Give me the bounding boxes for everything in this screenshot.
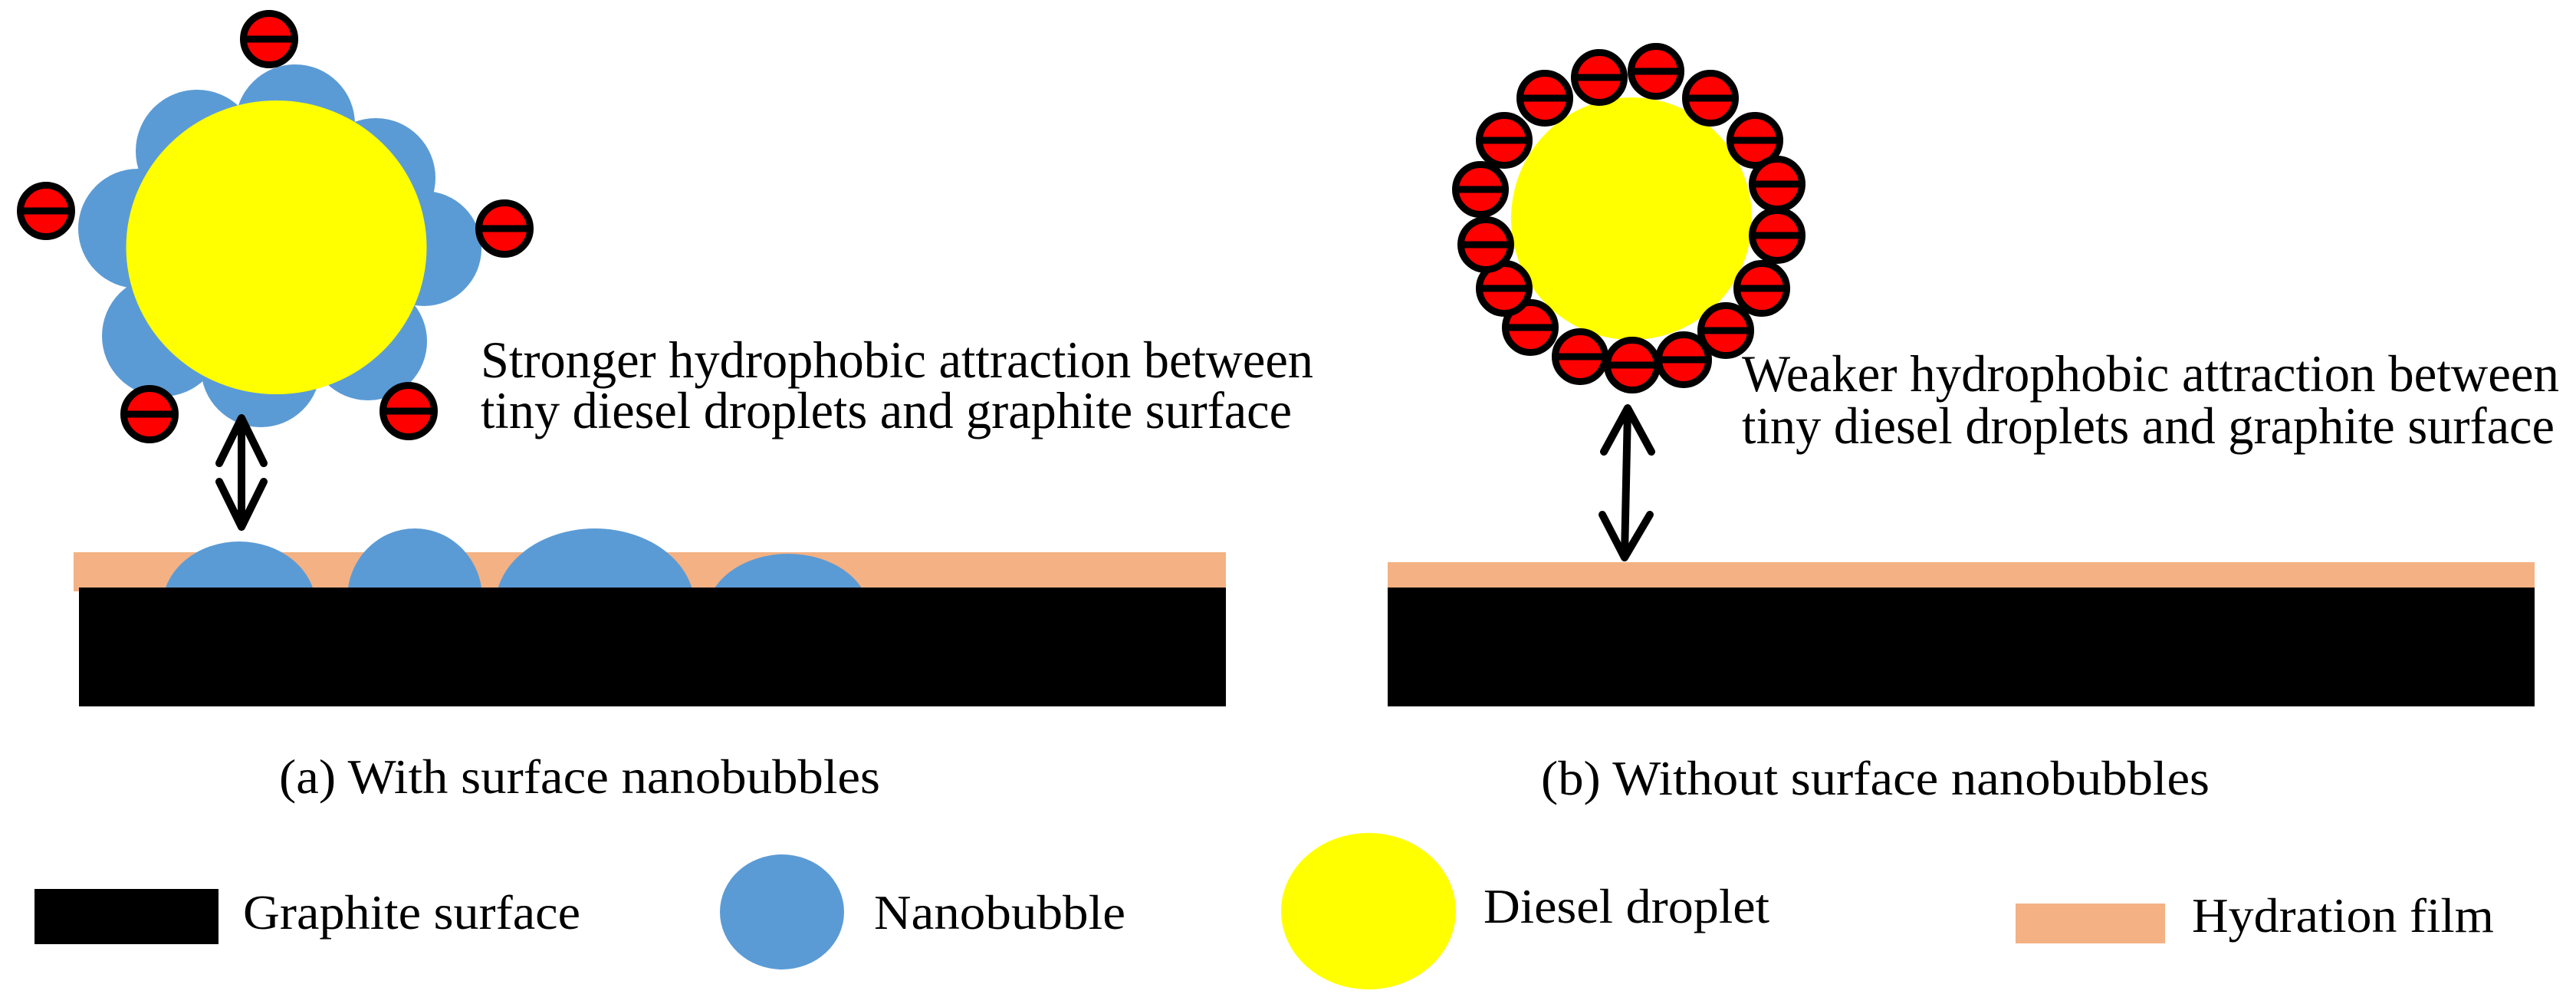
graphite-surface — [1388, 588, 2535, 706]
legend-item-hydration-film: Hydration film — [2016, 888, 2494, 943]
panel-b-description-line2: tiny diesel droplets and graphite surfac… — [1742, 397, 2555, 455]
diesel-droplet-icon — [126, 100, 427, 394]
negative-charge-icon — [1456, 165, 1506, 215]
negative-charge-icon — [124, 389, 176, 440]
nanobubble-swatch-icon — [720, 854, 844, 969]
panel-a-description-line1: Stronger hydrophobic attraction between — [481, 331, 1313, 389]
legend-label: Diesel droplet — [1484, 879, 1769, 933]
negative-charge-icon — [1737, 264, 1787, 314]
legend: Graphite surface Nanobubble Diesel dropl… — [34, 833, 2494, 989]
diesel-droplet-swatch-icon — [1281, 833, 1456, 989]
negative-charge-icon — [1659, 335, 1709, 385]
negative-charge-icon — [1631, 47, 1681, 97]
panel-a: Stronger hydrophobic attraction between … — [21, 14, 1313, 804]
panel-b-caption: (b) Without surface nanobubbles — [1541, 751, 2210, 805]
legend-item-nanobubble: Nanobubble — [720, 854, 1125, 969]
nanobubble-coated-droplet — [78, 64, 481, 427]
graphite-swatch-icon — [34, 889, 219, 944]
negative-charge-icon — [1556, 332, 1605, 382]
negative-charge-icon — [1520, 74, 1570, 123]
negative-charge-icon — [1753, 211, 1802, 261]
legend-label: Hydration film — [2192, 888, 2494, 943]
legend-item-diesel-droplet: Diesel droplet — [1281, 833, 1769, 989]
negative-charge-icon — [1480, 116, 1530, 166]
legend-label: Graphite surface — [243, 885, 580, 940]
negative-charge-icon — [383, 386, 435, 437]
panel-a-caption: (a) With surface nanobubbles — [279, 749, 880, 804]
negative-charge-icon — [1686, 74, 1736, 123]
negative-charge-icon — [1608, 341, 1658, 390]
legend-item-graphite-surface: Graphite surface — [34, 885, 580, 944]
double-arrow-icon — [215, 414, 268, 531]
negative-charge-icon — [1575, 53, 1625, 103]
negative-charge-icon — [244, 14, 295, 65]
negative-charge-icon — [1461, 220, 1511, 270]
panel-b: Weaker hydrophobic attraction between ti… — [1388, 47, 2559, 805]
diesel-droplet-icon — [1511, 97, 1752, 340]
hydration-film-swatch-icon — [2016, 904, 2165, 943]
negative-charge-icon — [21, 186, 72, 237]
graphite-surface — [79, 588, 1226, 706]
negative-charge-icon — [479, 203, 531, 255]
panel-b-description-line1: Weaker hydrophobic attraction between — [1742, 344, 2559, 403]
legend-label: Nanobubble — [874, 885, 1125, 940]
hydration-film — [1388, 562, 2535, 588]
panel-a-description-line2: tiny diesel droplets and graphite surfac… — [481, 381, 1292, 439]
double-arrow-icon — [1598, 404, 1655, 561]
negative-charge-icon — [1753, 160, 1802, 209]
